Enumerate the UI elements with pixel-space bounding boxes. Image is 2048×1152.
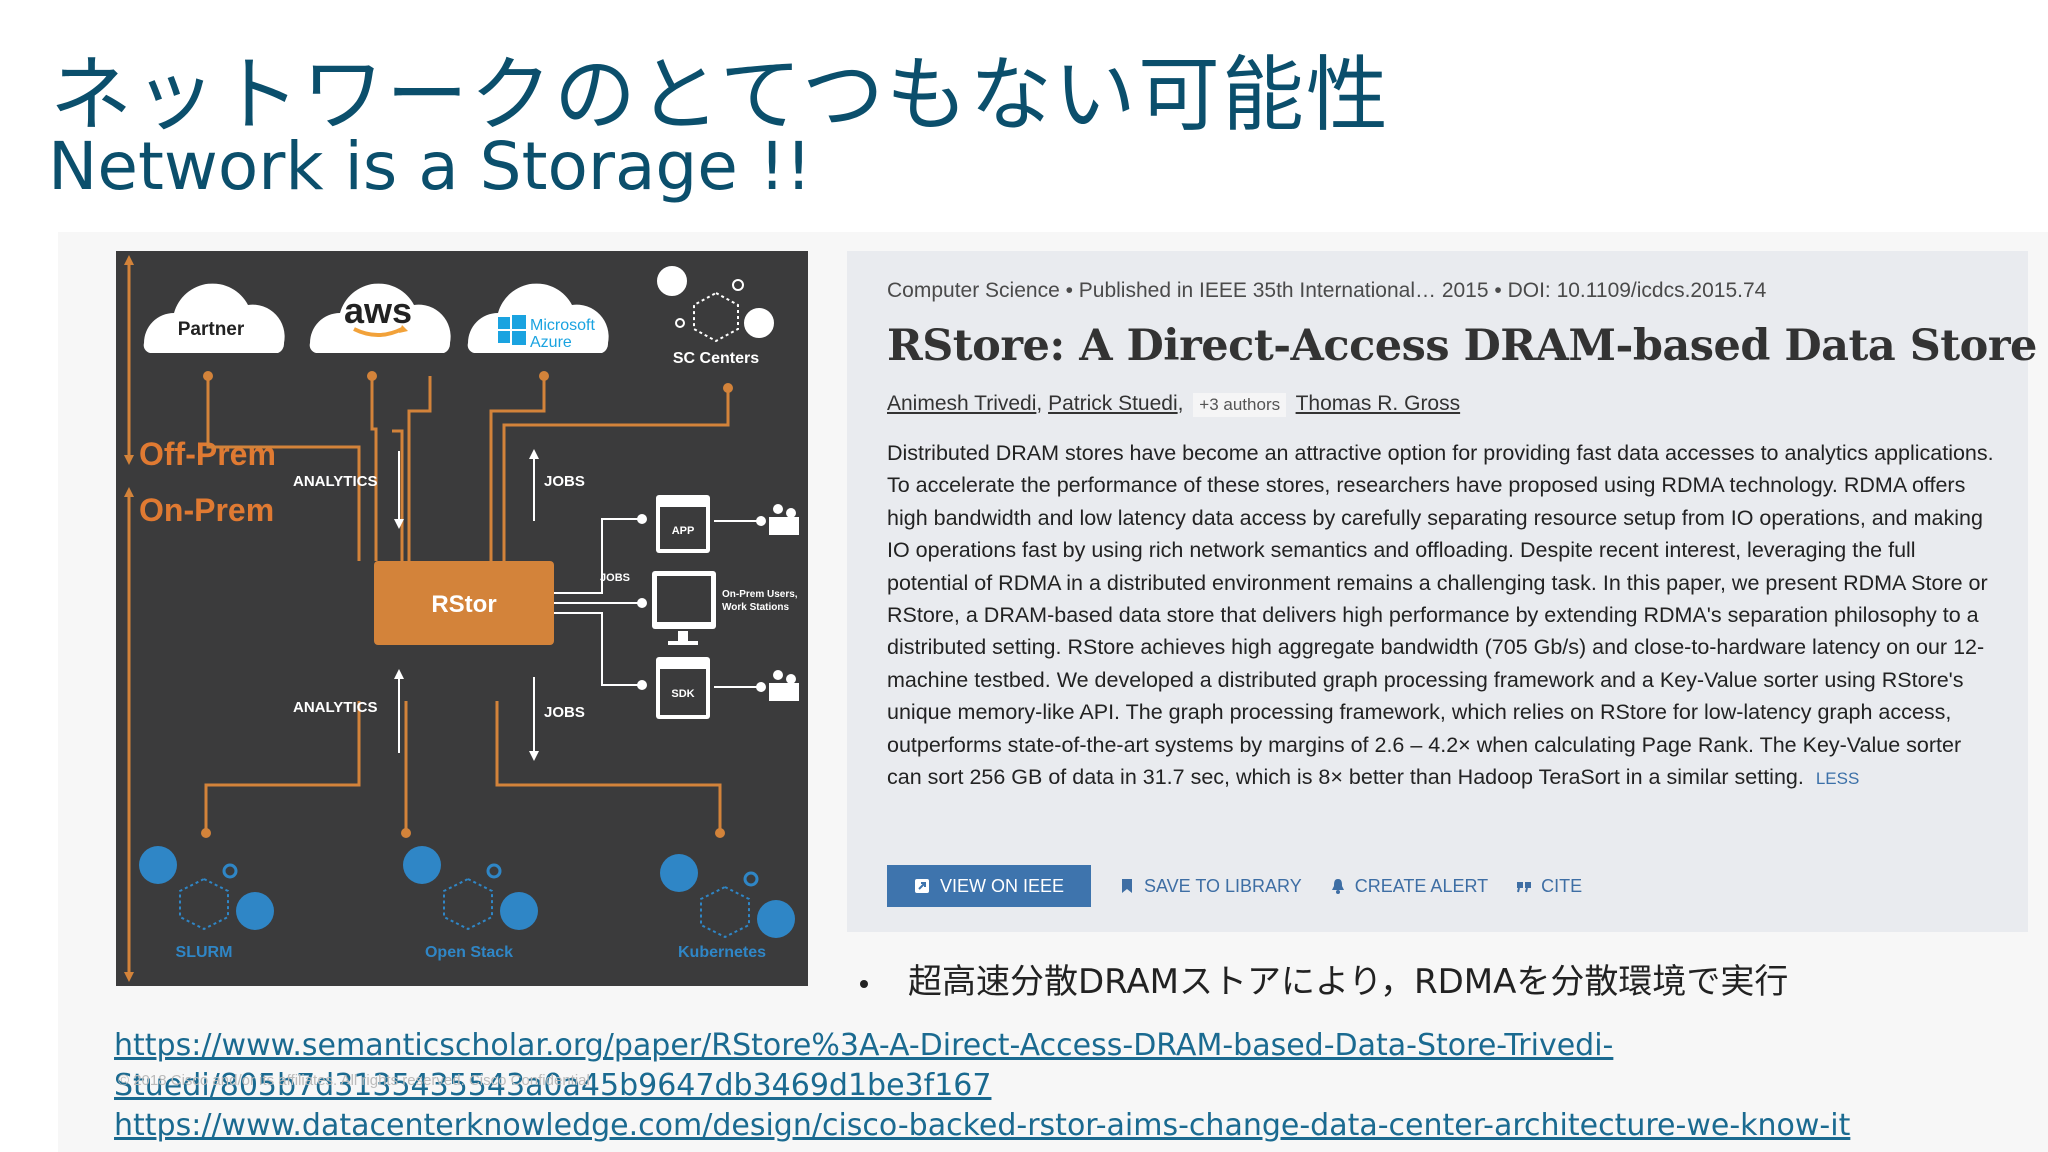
on-prem-label: On-Prem (139, 492, 274, 528)
external-link-icon (914, 879, 929, 893)
rstor-box (374, 561, 554, 645)
openstack-cluster-icon (403, 846, 538, 931)
jobs-label-middle: JOBS (600, 572, 630, 584)
save-to-library-label: SAVE TO LIBRARY (1144, 875, 1302, 896)
users-icon-bottom (769, 670, 799, 701)
bookmark-icon (1122, 879, 1132, 893)
author-link[interactable]: Patrick Stuedi (1048, 392, 1178, 415)
workstation-monitor-icon (652, 571, 716, 645)
app-window-icon (656, 495, 710, 553)
author-link[interactable]: Animesh Trivedi (887, 392, 1037, 415)
less-toggle[interactable]: LESS (1815, 769, 1860, 789)
sdk-window-icon (656, 657, 710, 719)
create-alert-button[interactable]: CREATE ALERT (1330, 876, 1488, 897)
cite-label: CITE (1541, 875, 1583, 896)
bullet-point: 超高速分散DRAMストアにより，RDMAを分散環境で実行 (860, 954, 1788, 1003)
kubernetes-cluster-icon (660, 854, 795, 939)
paper-actions: VIEW ON IEEE SAVE TO LIBRARY CREATE ALER… (887, 865, 1582, 907)
users-icon-top (769, 504, 799, 535)
abstract-text: Distributed DRAM stores have become an a… (887, 441, 1994, 790)
aws-cloud-label: aws (344, 290, 412, 331)
kubernetes-label: Kubernetes (678, 944, 766, 961)
view-on-ieee-label: VIEW ON IEEE (939, 875, 1065, 896)
paper-meta: Computer Science • Published in IEEE 35t… (887, 279, 1767, 302)
create-alert-label: CREATE ALERT (1354, 875, 1489, 896)
slide-title-japanese: ネットワークのとてつもない可能性 (50, 48, 1390, 143)
paper-authors: Animesh Trivedi, Patrick Stuedi, +3 auth… (887, 392, 1461, 417)
semanticscholar-link-line1[interactable]: https://www.semanticscholar.org/paper/RS… (114, 1028, 1614, 1063)
rstor-architecture-diagram: Partner aws Microsoft Azure SC Centers O… (116, 251, 808, 986)
slurm-cluster-icon (139, 846, 274, 931)
paper-card: Computer Science • Published in IEEE 35t… (847, 251, 2037, 932)
sdk-label: SDK (671, 688, 694, 700)
semanticscholar-link-line2[interactable]: Stuedi/805b7d3135435543a0a45b9647db3469d… (114, 1068, 992, 1103)
analytics-label-bottom: ANALYTICS (293, 699, 377, 716)
author-link[interactable]: Thomas R. Gross (1295, 392, 1461, 415)
app-label: APP (672, 525, 695, 537)
azure-cloud-label-1: Microsoft (530, 317, 595, 334)
bullet-text: 超高速分散DRAMストアにより，RDMAを分散環境で実行 (908, 962, 1789, 1002)
quote-icon (1517, 882, 1532, 893)
windows-logo-icon (498, 315, 526, 345)
sc-centers-icon (657, 266, 774, 343)
cite-button[interactable]: CITE (1516, 876, 1582, 897)
workstations-label-1: On-Prem Users, (722, 589, 798, 600)
slide-title-english: Network is a Storage !! (48, 128, 812, 205)
azure-cloud-label-2: Azure (530, 334, 572, 351)
bell-icon (1331, 879, 1344, 894)
analytics-label-top: ANALYTICS (293, 473, 377, 490)
workstations-label-2: Work Stations (722, 602, 789, 613)
slide-footer: © 2018 Cisco and/or its affiliates. All … (118, 1072, 590, 1089)
slurm-label: SLURM (176, 944, 233, 961)
view-on-ieee-button[interactable]: VIEW ON IEEE (887, 865, 1091, 907)
paper-abstract: Distributed DRAM stores have become an a… (887, 437, 1997, 795)
datacenterknowledge-link[interactable]: https://www.datacenterknowledge.com/desi… (114, 1108, 1851, 1143)
bullet-dot-icon (860, 979, 868, 988)
rstor-label: RStor (431, 591, 496, 618)
partner-cloud-label: Partner (178, 319, 245, 340)
jobs-label-bottom: JOBS (544, 704, 585, 721)
jobs-label-top: JOBS (544, 473, 585, 490)
save-to-library-button[interactable]: SAVE TO LIBRARY (1119, 876, 1302, 897)
sc-centers-label: SC Centers (673, 350, 759, 367)
more-authors-button[interactable]: +3 authors (1193, 393, 1287, 417)
paper-title[interactable]: RStore: A Direct-Access DRAM-based Data … (887, 321, 2037, 371)
openstack-label: Open Stack (425, 944, 513, 961)
